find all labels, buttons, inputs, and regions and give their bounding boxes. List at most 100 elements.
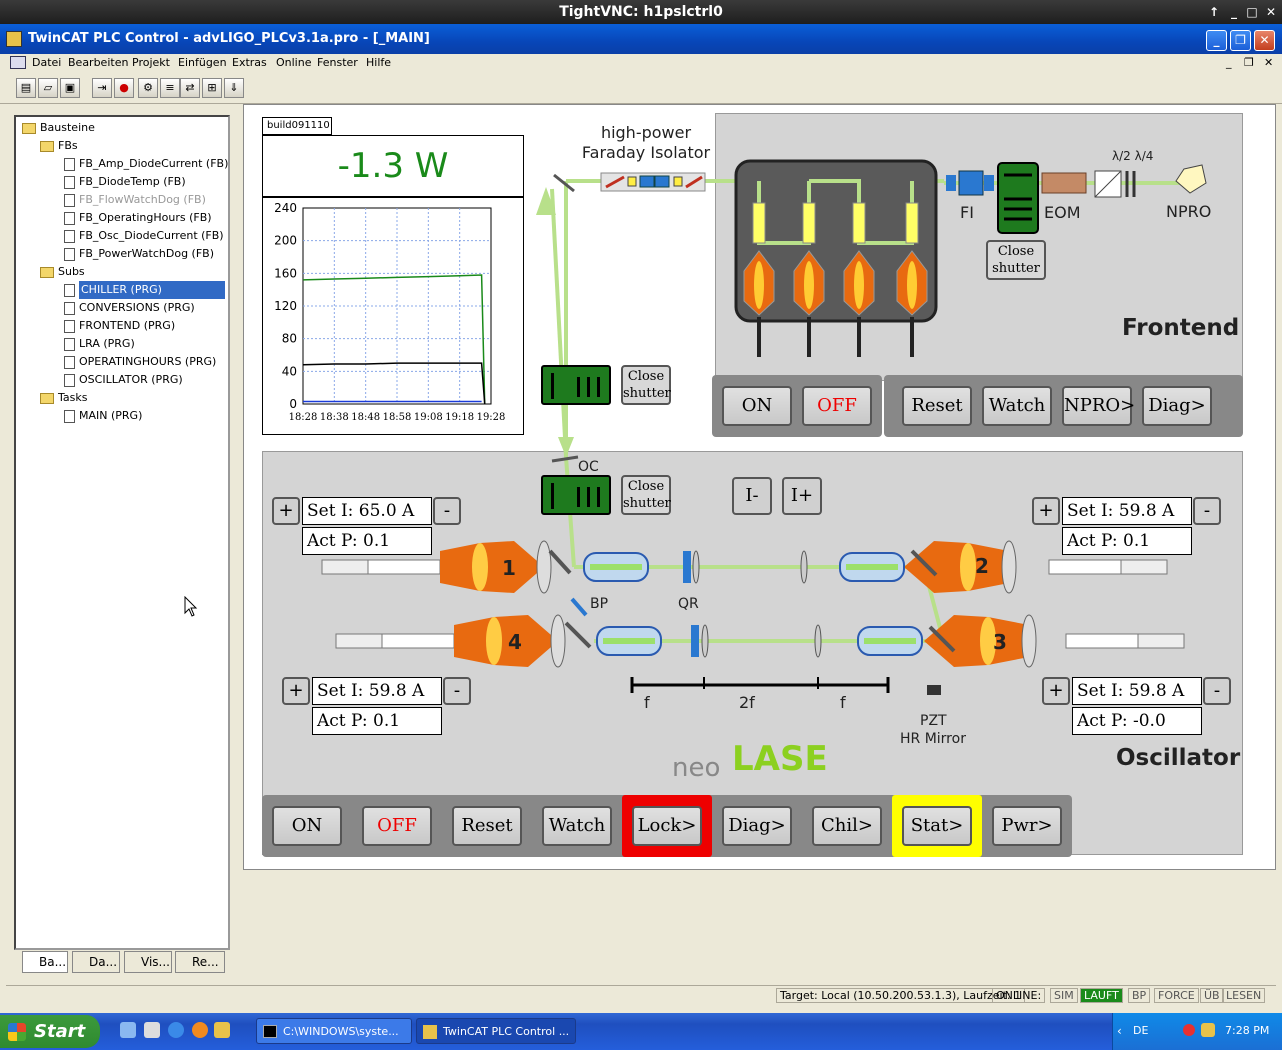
tree-item-selected[interactable]: CHILLER (PRG) bbox=[64, 281, 226, 299]
frontend-on-button[interactable]: ON bbox=[722, 386, 792, 426]
tree-item[interactable]: FRONTEND (PRG) bbox=[64, 317, 175, 335]
menu-online[interactable]: Online bbox=[276, 56, 312, 69]
tab-visualisierungen[interactable]: Vis... bbox=[124, 951, 172, 973]
tree-item[interactable]: FB_PowerWatchDog (FB) bbox=[64, 245, 214, 263]
head-2-set-current[interactable]: Set I: 59.8 A bbox=[1062, 497, 1192, 525]
head-2-minus-button[interactable]: - bbox=[1193, 497, 1221, 525]
shutter-output[interactable] bbox=[541, 365, 611, 405]
oscillator-watch-button[interactable]: Watch bbox=[542, 806, 612, 846]
mdi-close-icon[interactable]: ✕ bbox=[1264, 56, 1274, 69]
close-shutter-frontend-button[interactable]: Close shutter bbox=[986, 240, 1046, 280]
tab-ressourcen[interactable]: Re... bbox=[175, 951, 225, 973]
head-3-minus-button[interactable]: - bbox=[1203, 677, 1231, 705]
tab-datentypen[interactable]: Da... bbox=[72, 951, 120, 973]
oscillator-pwr-button[interactable]: Pwr> bbox=[992, 806, 1062, 846]
menu-extras[interactable]: Extras bbox=[232, 56, 267, 69]
head-2-plus-button[interactable]: + bbox=[1032, 497, 1060, 525]
head-1-set-current[interactable]: Set I: 65.0 A bbox=[302, 497, 432, 525]
oscillator-stat-button[interactable]: Stat> bbox=[902, 806, 972, 846]
tree-item[interactable]: FB_DiodeTemp (FB) bbox=[64, 173, 186, 191]
tree-item[interactable]: FB_Osc_DiodeCurrent (FB) bbox=[64, 227, 224, 245]
run-icon[interactable]: ⚙ bbox=[138, 78, 158, 98]
task-cmd[interactable]: C:\WINDOWS\syste... bbox=[256, 1018, 412, 1044]
menu-datei[interactable]: Datei bbox=[32, 56, 62, 69]
open-folder-icon[interactable]: ▱ bbox=[38, 78, 58, 98]
head-1-plus-button[interactable]: + bbox=[272, 497, 300, 525]
vnc-close-icon[interactable]: ✕ bbox=[1265, 5, 1277, 19]
tree-item[interactable]: OPERATINGHOURS (PRG) bbox=[64, 353, 216, 371]
twincat-icon bbox=[423, 1025, 437, 1039]
download-icon[interactable]: ⇓ bbox=[224, 78, 244, 98]
menu-hilfe[interactable]: Hilfe bbox=[366, 56, 392, 69]
head-1-minus-button[interactable]: - bbox=[433, 497, 461, 525]
head-4-plus-button[interactable]: + bbox=[282, 677, 310, 705]
frontend-watch-button[interactable]: Watch bbox=[982, 386, 1052, 426]
tree-item[interactable]: CONVERSIONS (PRG) bbox=[64, 299, 195, 317]
fi-label: FI bbox=[960, 203, 974, 222]
reset-icon[interactable]: ⇄ bbox=[180, 78, 200, 98]
task-twincat[interactable]: TwinCAT PLC Control ... bbox=[416, 1018, 576, 1044]
current-increase-button[interactable]: I+ bbox=[782, 477, 822, 515]
close-shutter-oscillator-button[interactable]: Close shutter bbox=[621, 475, 671, 515]
tree-item[interactable]: MAIN (PRG) bbox=[64, 407, 142, 425]
tree-folder-fbs[interactable]: FBs bbox=[40, 137, 78, 155]
tab-bausteine[interactable]: Ba... bbox=[22, 951, 68, 973]
tray-collapse-icon[interactable]: ‹ bbox=[1117, 1024, 1122, 1038]
step-icon[interactable]: ≡ bbox=[160, 78, 180, 98]
frontend-npro-button[interactable]: NPRO> bbox=[1062, 386, 1135, 426]
restore-button[interactable]: ❐ bbox=[1230, 30, 1251, 51]
menu-projekt[interactable]: Projekt bbox=[132, 56, 170, 69]
breakpoint-icon[interactable]: ⊞ bbox=[202, 78, 222, 98]
oscillator-off-button[interactable]: OFF bbox=[362, 806, 432, 846]
save-icon[interactable]: ▣ bbox=[60, 78, 80, 98]
mdi-minimize-icon[interactable]: _ bbox=[1226, 56, 1232, 69]
oscillator-lock-button[interactable]: Lock> bbox=[632, 806, 702, 846]
system-tray: ‹ DE 7:28 PM bbox=[1112, 1013, 1282, 1050]
tree-item[interactable]: FB_OperatingHours (FB) bbox=[64, 209, 212, 227]
head-3-plus-button[interactable]: + bbox=[1042, 677, 1070, 705]
security-tray-icon[interactable] bbox=[1183, 1024, 1195, 1036]
new-file-icon[interactable]: ▤ bbox=[16, 78, 36, 98]
vnc-minimize-icon[interactable]: _ bbox=[1231, 5, 1237, 19]
mdi-restore-icon[interactable]: ❐ bbox=[1244, 56, 1254, 69]
twincat-tray-icon[interactable] bbox=[1201, 1023, 1215, 1037]
tree-folder-subs[interactable]: Subs bbox=[40, 263, 85, 281]
stop-icon[interactable]: ● bbox=[114, 78, 134, 98]
menu-einfuegen[interactable]: Einfügen bbox=[178, 56, 227, 69]
tree-item[interactable]: OSCILLATOR (PRG) bbox=[64, 371, 183, 389]
oscillator-reset-button[interactable]: Reset bbox=[452, 806, 522, 846]
oscillator-diag-button[interactable]: Diag> bbox=[722, 806, 792, 846]
chart-x-tick: 19:28 bbox=[477, 412, 506, 423]
show-desktop-icon[interactable] bbox=[120, 1022, 136, 1038]
head-4-set-current[interactable]: Set I: 59.8 A bbox=[312, 677, 442, 705]
oscillator-chil-button[interactable]: Chil> bbox=[812, 806, 882, 846]
oscillator-on-button[interactable]: ON bbox=[272, 806, 342, 846]
twincat-quicklaunch-icon[interactable] bbox=[214, 1022, 230, 1038]
scale-2f: 2f bbox=[739, 693, 755, 712]
shutter-oscillator[interactable] bbox=[541, 475, 611, 515]
tree-item[interactable]: FB_FlowWatchDog (FB) bbox=[64, 191, 206, 209]
vnc-maximize-icon[interactable]: □ bbox=[1246, 5, 1258, 19]
tree-folder-tasks[interactable]: Tasks bbox=[40, 389, 87, 407]
head-3-set-current[interactable]: Set I: 59.8 A bbox=[1072, 677, 1202, 705]
menu-bearbeiten[interactable]: Bearbeiten bbox=[68, 56, 129, 69]
current-decrease-button[interactable]: I- bbox=[732, 477, 772, 515]
frontend-reset-button[interactable]: Reset bbox=[902, 386, 972, 426]
frontend-off-button[interactable]: OFF bbox=[802, 386, 872, 426]
tree-item[interactable]: FB_Amp_DiodeCurrent (FB) bbox=[64, 155, 228, 173]
tree-root[interactable]: Bausteine bbox=[22, 119, 95, 137]
login-icon[interactable]: ⇥ bbox=[92, 78, 112, 98]
minimize-button[interactable]: _ bbox=[1206, 30, 1227, 51]
close-button[interactable]: ✕ bbox=[1254, 30, 1275, 51]
quicklaunch-icon[interactable] bbox=[144, 1022, 160, 1038]
language-indicator[interactable]: DE bbox=[1133, 1024, 1149, 1037]
firefox-icon[interactable] bbox=[192, 1022, 208, 1038]
vnc-up-icon[interactable]: ↑ bbox=[1208, 5, 1220, 19]
start-button[interactable]: Start bbox=[0, 1015, 100, 1048]
internet-explorer-icon[interactable] bbox=[168, 1022, 184, 1038]
frontend-diag-button[interactable]: Diag> bbox=[1142, 386, 1212, 426]
menu-fenster[interactable]: Fenster bbox=[317, 56, 358, 69]
tree-item[interactable]: LRA (PRG) bbox=[64, 335, 135, 353]
head-4-minus-button[interactable]: - bbox=[443, 677, 471, 705]
close-shutter-output-button[interactable]: Close shutter bbox=[621, 365, 671, 405]
